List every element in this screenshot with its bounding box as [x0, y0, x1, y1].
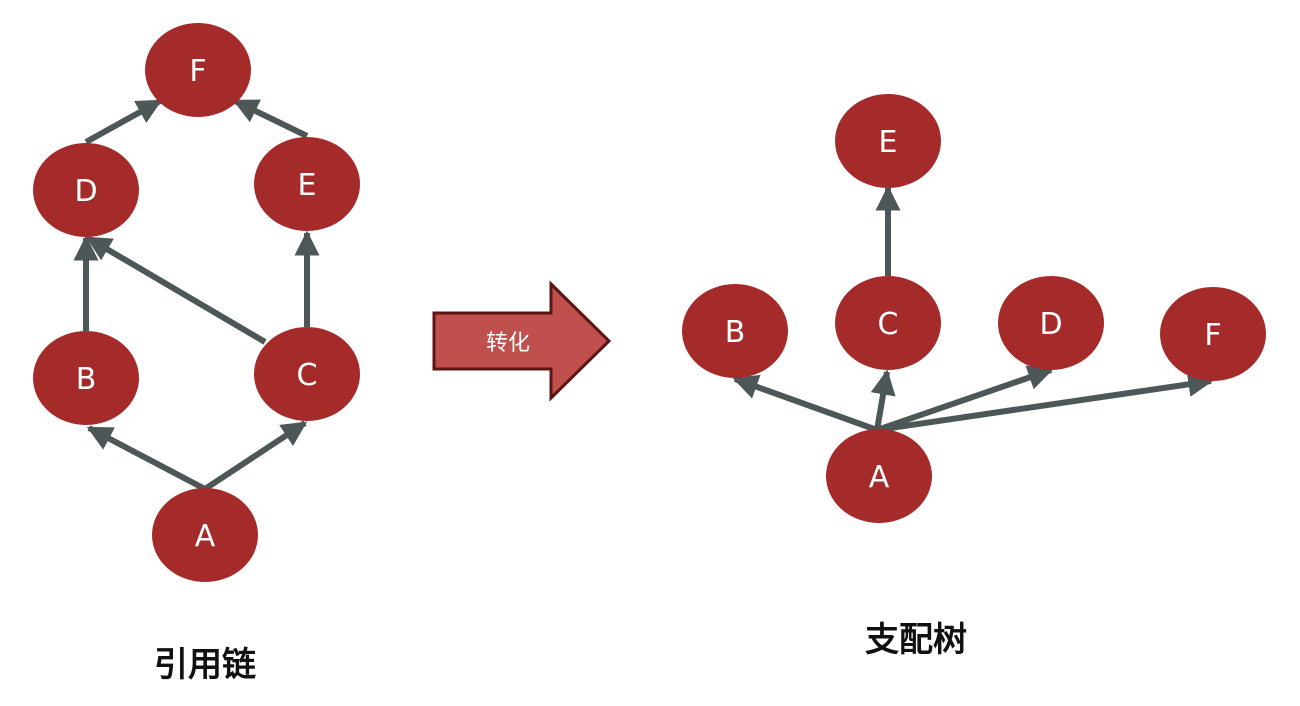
right-node-f: F — [1160, 287, 1266, 381]
left-node-f: F — [145, 23, 251, 117]
left-node-c: C — [254, 327, 360, 421]
right-node-c-circle — [835, 276, 941, 370]
right-edge-a-to-d — [876, 365, 1054, 433]
left-node-a: A — [152, 488, 258, 582]
right-node-a-circle — [826, 429, 932, 523]
right-node-e: E — [835, 94, 941, 188]
right-node-f-circle — [1160, 287, 1266, 381]
left-node-f-label: F — [189, 54, 206, 89]
right-node-d: D — [998, 276, 1104, 370]
right-edge-a-to-c — [870, 369, 896, 431]
left-graph-caption: 引用链 — [154, 645, 256, 685]
left-node-b: B — [33, 331, 139, 425]
left-node-b-label: B — [76, 362, 97, 397]
right-edge-a-to-b — [732, 374, 879, 433]
left-edge-a-to-c — [203, 420, 308, 492]
right-node-c-label: C — [878, 307, 899, 342]
left-node-c-label: C — [297, 358, 318, 393]
right-node-e-circle — [835, 94, 941, 188]
right-node-d-circle — [998, 276, 1104, 370]
left-node-e-label: E — [298, 168, 317, 203]
right-graph-nodes: E B C D F A — [682, 94, 1266, 523]
transform-arrow-shape — [432, 280, 612, 402]
left-node-e: E — [254, 137, 360, 231]
right-node-b-label: B — [725, 315, 746, 350]
left-graph-edges — [73, 98, 320, 492]
left-graph-nodes: F D E B C A — [33, 23, 360, 582]
right-node-b-circle — [682, 284, 788, 378]
left-node-b-circle — [33, 331, 139, 425]
left-edge-c-to-d — [85, 235, 267, 345]
left-node-f-circle — [145, 23, 251, 117]
left-node-e-circle — [254, 137, 360, 231]
right-node-a: A — [826, 429, 932, 523]
right-node-b: B — [682, 284, 788, 378]
left-node-c-circle — [254, 327, 360, 421]
left-node-d: D — [33, 143, 139, 237]
transform-arrow-label: 转化 — [486, 331, 530, 356]
left-edge-a-to-b — [86, 425, 207, 492]
transform-arrow: 转化 — [432, 280, 612, 402]
right-node-f-label: F — [1204, 318, 1221, 353]
left-node-a-label: A — [195, 519, 216, 554]
left-edge-d-to-f — [84, 98, 163, 145]
right-node-c: C — [835, 276, 941, 370]
right-node-d-label: D — [1039, 307, 1062, 342]
right-edge-a-to-f — [876, 371, 1214, 433]
left-node-a-circle — [152, 488, 258, 582]
left-edge-e-to-f — [232, 98, 309, 139]
right-node-e-label: E — [879, 125, 898, 160]
right-node-a-label: A — [869, 460, 890, 495]
right-graph-caption: 支配树 — [865, 620, 967, 660]
left-node-d-label: D — [74, 174, 97, 209]
left-node-d-circle — [33, 143, 139, 237]
right-graph-edges — [732, 185, 1214, 433]
